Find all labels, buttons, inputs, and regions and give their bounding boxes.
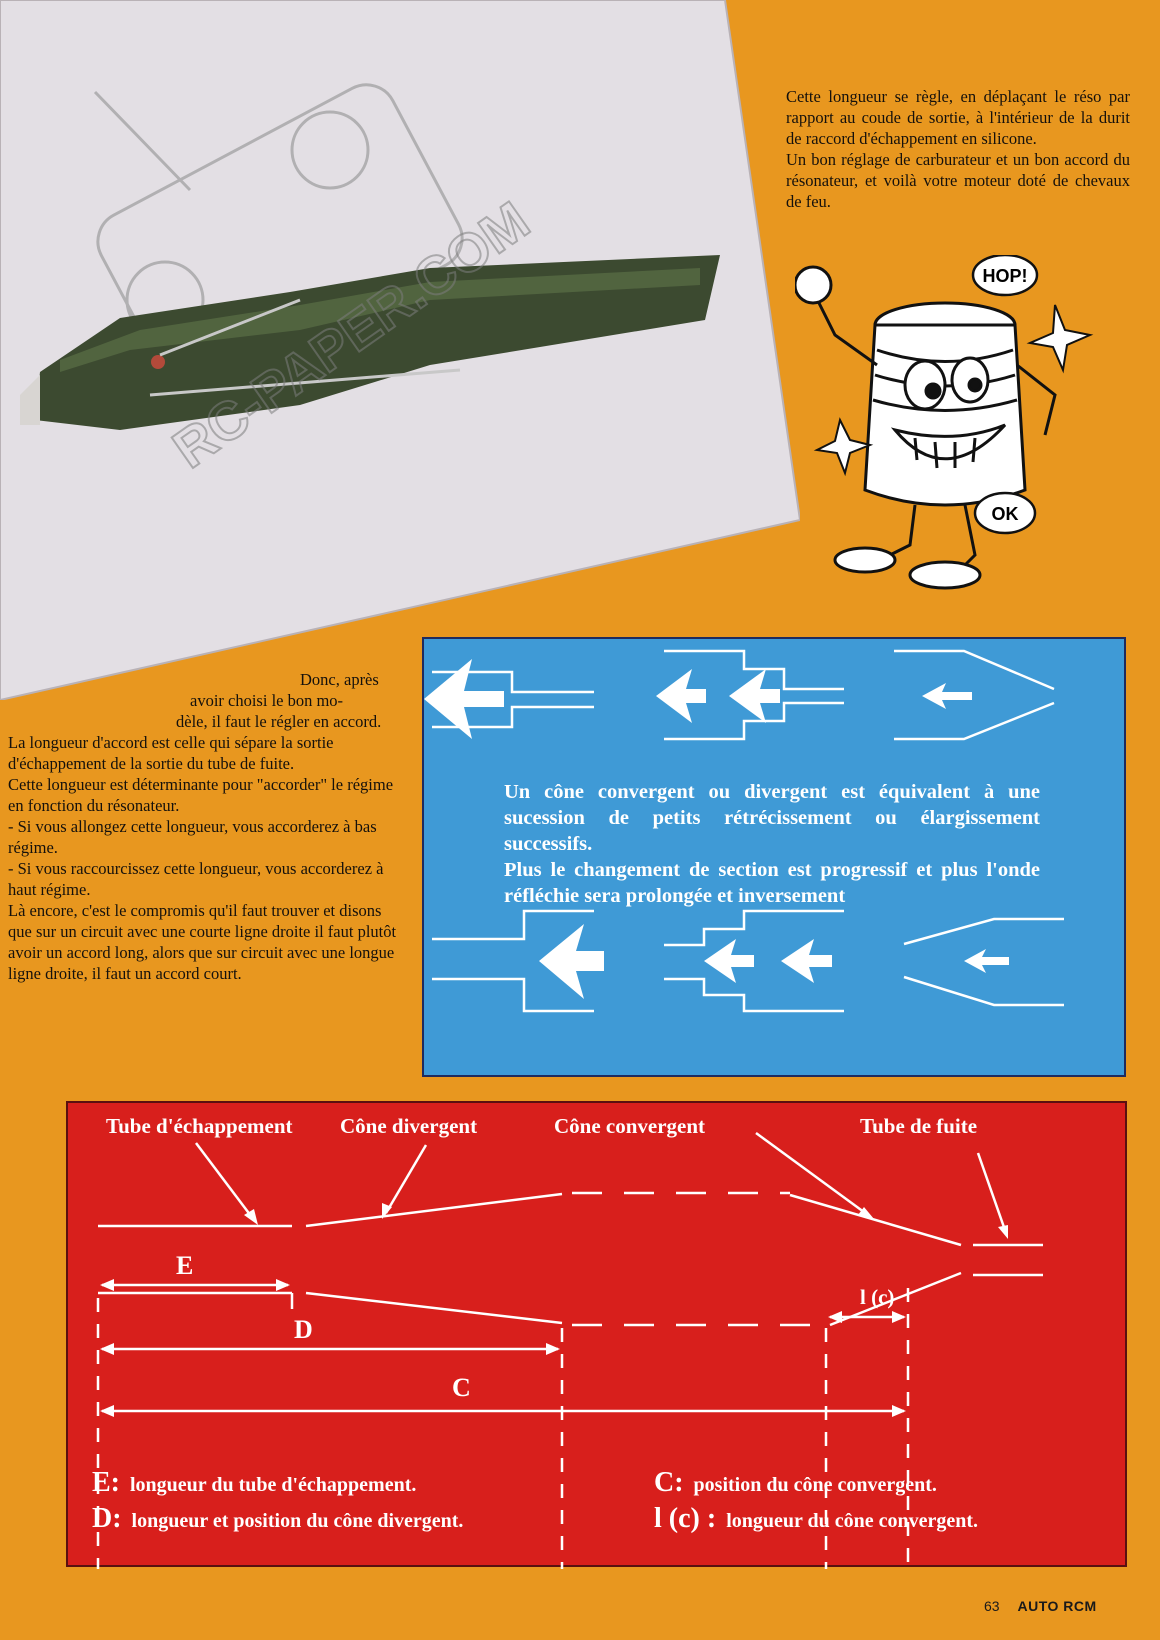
page-footer: 63 AUTO RCM <box>984 1598 1097 1614</box>
bubble-ok: OK <box>992 504 1019 524</box>
left-line-1: Donc, après <box>300 670 379 689</box>
dim-label-e: E <box>176 1251 194 1280</box>
left-paragraph-5: - Si vous raccourcissez cette longueur, … <box>8 859 384 899</box>
legend-lc-key: l (c) : <box>654 1503 717 1534</box>
left-paragraph-4: - Si vous allongez cette longueur, vous … <box>8 817 377 857</box>
cone-wave-diagrams <box>424 649 1064 1013</box>
left-paragraph-2: La longueur d'accord est celle qui sépar… <box>8 733 334 773</box>
blue-panel-text: Un cône convergent ou divergent est équi… <box>504 779 1040 909</box>
exhaust-geometry-diagram <box>96 1131 1043 1569</box>
label-tube-echappement: Tube d'échappement <box>106 1114 293 1138</box>
left-line-2: avoir choisi le bon mo- <box>190 691 344 710</box>
legend-d-key: D: <box>92 1503 122 1534</box>
blue-cone-panel: Un cône convergent ou divergent est équi… <box>422 637 1126 1077</box>
bubble-hop: HOP! <box>983 266 1028 286</box>
left-text: Donc, après avoir choisi le bon mo- dèle… <box>8 669 398 984</box>
left-paragraph-3: Cette longueur est déterminante pour "ac… <box>8 775 394 815</box>
cartoon-resonator-character: HOP! OK <box>793 253 1125 625</box>
resonator-photo: RC-PAPER.COM <box>0 0 800 700</box>
legend-lc: l (c) : longueur du cône convergent. <box>654 1503 978 1535</box>
dim-label-d: D <box>294 1315 313 1344</box>
top-right-text: Cette longueur se règle, en déplaçant le… <box>786 86 1130 212</box>
label-cone-divergent: Cône divergent <box>340 1114 478 1138</box>
dim-label-lc: l (c) <box>860 1285 895 1309</box>
top-paragraph-1: Cette longueur se règle, en déplaçant le… <box>786 87 1130 148</box>
label-tube-fuite: Tube de fuite <box>860 1114 978 1138</box>
legend-e: E: longueur du tube d'échappement. <box>92 1467 416 1499</box>
legend-d: D: longueur et position du cône divergent… <box>92 1503 463 1535</box>
legend-c-key: C: <box>654 1467 684 1498</box>
legend-c-text: position du cône convergent. <box>693 1474 937 1496</box>
blue-text-1: Un cône convergent ou divergent est équi… <box>504 781 1040 855</box>
legend-d-text: longueur et position du cône divergent. <box>131 1510 464 1532</box>
legend-c: C: position du cône convergent. <box>654 1467 937 1499</box>
blue-text-2: Plus le changement de section est progre… <box>504 859 1040 907</box>
legend-e-key: E: <box>92 1467 120 1498</box>
page-number: 63 <box>984 1598 1000 1614</box>
left-line-3: dèle, il faut le régler en accord. <box>176 712 382 731</box>
top-paragraph-2: Un bon réglage de carburateur et un bon … <box>786 150 1130 211</box>
dim-label-c: C <box>452 1373 471 1402</box>
red-exhaust-diagram: Tube d'échappement Cône divergent Cône c… <box>66 1101 1127 1569</box>
label-cone-convergent: Cône convergent <box>554 1114 706 1138</box>
legend-e-text: longueur du tube d'échappement. <box>130 1474 417 1496</box>
left-paragraph-6: Là encore, c'est le compromis qu'il faut… <box>8 901 397 983</box>
magazine-name: AUTO RCM <box>1017 1598 1097 1614</box>
legend-lc-text: longueur du cône convergent. <box>726 1510 979 1532</box>
